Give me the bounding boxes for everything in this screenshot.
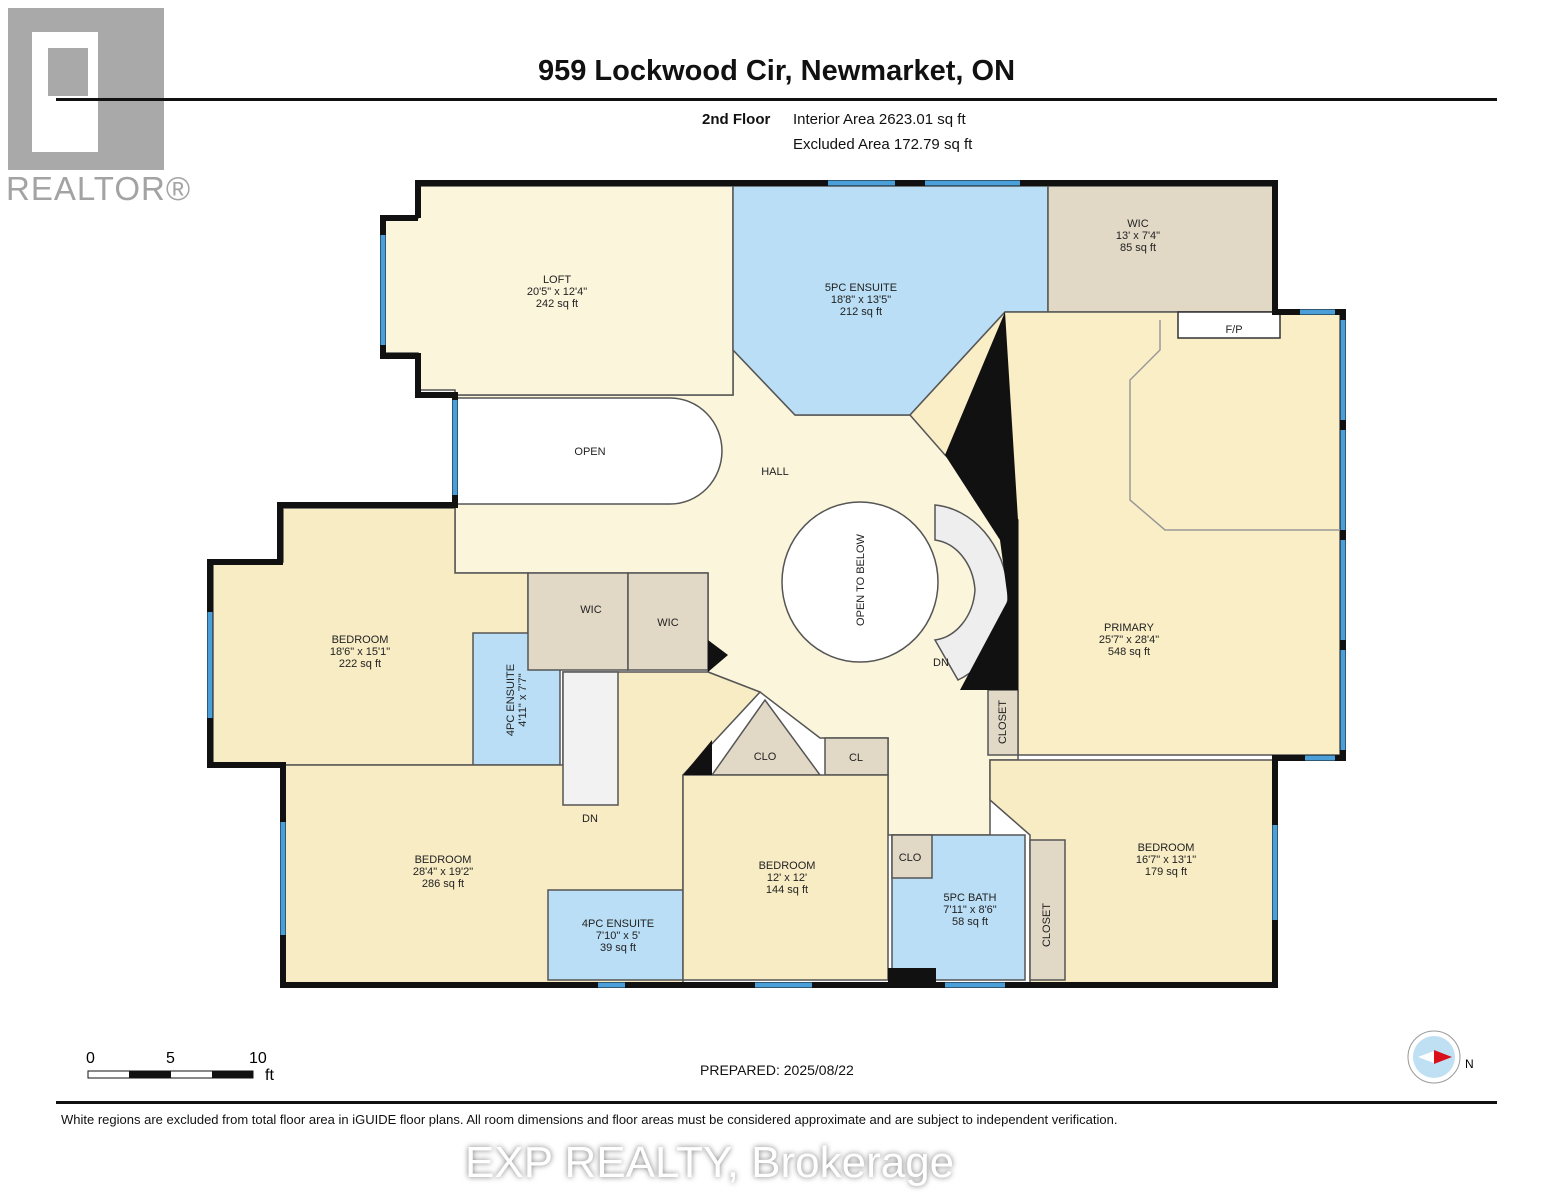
room-area: 286 sq ft — [422, 878, 464, 890]
room-dims: 25'7" x 28'4" — [1099, 634, 1159, 646]
room-area: 39 sq ft — [600, 942, 636, 954]
room-dims: 13' x 7'4" — [1116, 230, 1160, 242]
room-dims: 12' x 12' — [767, 872, 807, 884]
compass-n: N — [1465, 1057, 1474, 1071]
room-dims: 28'4" x 19'2" — [413, 866, 473, 878]
wall-fills — [683, 312, 1018, 985]
fireplace-label: F/P — [1225, 324, 1242, 336]
primary-inner-outline — [1129, 320, 1340, 531]
room-wic-2 — [627, 572, 709, 671]
header-divider — [56, 98, 1497, 101]
hall-label: HALL — [761, 466, 789, 478]
room-area: 58 sq ft — [952, 916, 988, 928]
room-wic-1 — [527, 572, 629, 671]
room-area: 548 sq ft — [1108, 646, 1150, 658]
room-name: BEDROOM — [415, 854, 472, 866]
footer-divider — [56, 1101, 1497, 1104]
scale-bar: 0 5 10 ft — [86, 1050, 274, 1084]
windows — [207, 180, 1346, 988]
exterior-wall — [207, 180, 1346, 988]
room-area: 212 sq ft — [840, 306, 882, 318]
room-name: BEDROOM — [1138, 842, 1195, 854]
room-area: 222 sq ft — [339, 658, 381, 670]
dn-label-curved: DN — [933, 657, 949, 669]
room-name: 4PC ENSUITE — [582, 918, 654, 930]
clo-label: CLO — [754, 751, 777, 763]
realtor-logo-text: REALTOR® — [6, 170, 192, 207]
room-bedroom-middle — [682, 774, 889, 981]
room-name: PRIMARY — [1104, 622, 1155, 634]
wic-2-label: WIC — [657, 617, 678, 629]
room-area: 144 sq ft — [766, 884, 808, 896]
open-to-below-label: OPEN TO BELOW — [855, 533, 867, 626]
clo-small-label: CLO — [899, 852, 922, 864]
wic-1-label: WIC — [580, 604, 601, 616]
open-area — [454, 397, 723, 505]
room-label: 4PC ENSUITE4'11" x 7'7" — [505, 664, 529, 736]
room-name: 5PC BATH — [944, 892, 997, 904]
cl-label: CL — [849, 752, 863, 764]
scale-tick-0: 0 — [86, 1050, 95, 1067]
room-dims: 18'6" x 15'1" — [330, 646, 390, 658]
disclaimer: White regions are excluded from total fl… — [61, 1112, 1118, 1127]
room-clo-small — [891, 834, 933, 879]
room-closet-lower — [1029, 839, 1066, 981]
room-area: 242 sq ft — [536, 298, 578, 310]
scale-tick-5: 5 — [166, 1050, 175, 1067]
room-name: BEDROOM — [332, 634, 389, 646]
open-label: OPEN — [574, 446, 605, 458]
scale-tick-10: 10 — [249, 1050, 267, 1067]
room-cl — [824, 737, 889, 776]
room-name: BEDROOM — [759, 860, 816, 872]
compass-icon: N — [1407, 1030, 1474, 1084]
room-name: 4PC ENSUITE — [505, 664, 517, 736]
room-dims: 20'5" x 12'4" — [527, 286, 587, 298]
room-dims: 7'10" x 5' — [596, 930, 640, 942]
excluded-area: Excluded Area 172.79 sq ft — [793, 136, 973, 153]
room-area: 85 sq ft — [1120, 242, 1156, 254]
room-dims: 4'11" x 7'7" — [517, 673, 529, 726]
interior-area: Interior Area 2623.01 sq ft — [793, 111, 966, 128]
realtor-logo — [8, 8, 164, 170]
closet-lower-label: CLOSET — [1041, 903, 1053, 947]
room-wic-top — [1047, 185, 1276, 313]
room-dims: 16'7" x 13'1" — [1136, 854, 1196, 866]
room-dims: 18'8" x 13'5" — [831, 294, 891, 306]
room-name: LOFT — [543, 274, 571, 286]
room-name: 5PC ENSUITE — [825, 282, 897, 294]
open-to-below — [781, 501, 939, 663]
fireplace — [1177, 311, 1281, 339]
floor-name: 2nd Floor — [702, 111, 771, 128]
prepared-date: PREPARED: 2025/08/22 — [700, 1062, 854, 1078]
brokerage-watermark: EXP REALTY, Brokerage — [465, 1138, 955, 1187]
room-dims: 7'11" x 8'6" — [943, 904, 996, 916]
page-title: 959 Lockwood Cir, Newmarket, ON — [537, 55, 1016, 87]
room-name: WIC — [1127, 218, 1148, 230]
scale-unit: ft — [265, 1067, 274, 1084]
stairs-straight — [562, 671, 619, 806]
closet-vertical-label: CLOSET — [997, 700, 1009, 744]
dn-label-straight: DN — [582, 813, 598, 825]
room-area: 179 sq ft — [1145, 866, 1187, 878]
